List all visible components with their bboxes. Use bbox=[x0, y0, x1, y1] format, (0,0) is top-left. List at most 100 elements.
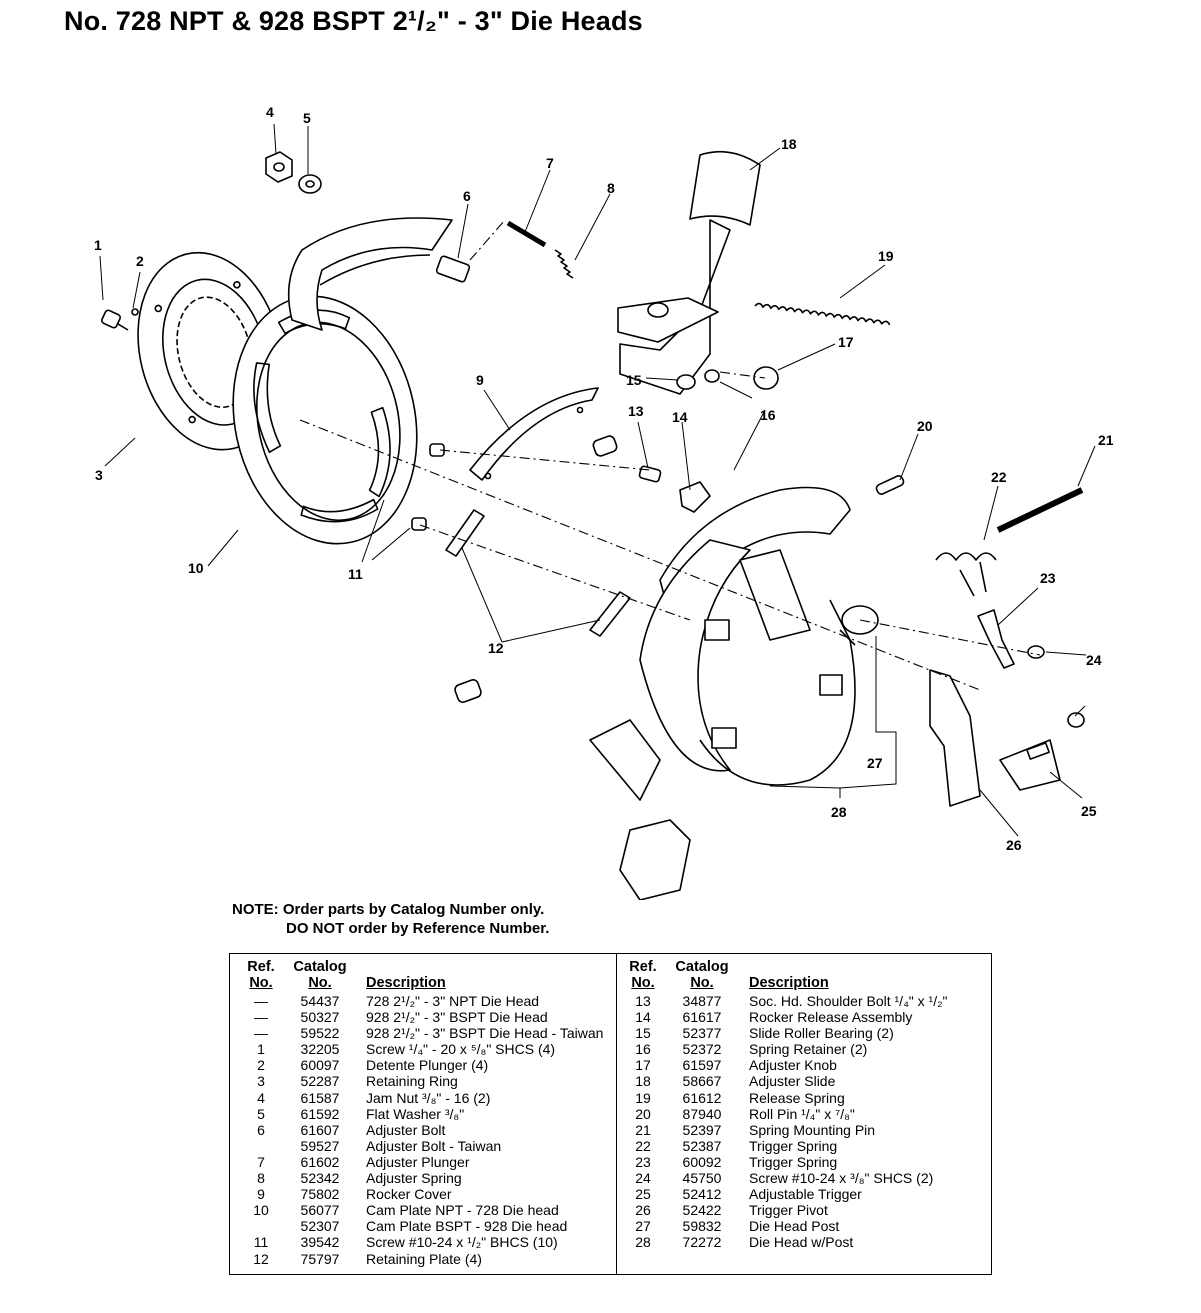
catalog-number: 61612 bbox=[682, 1089, 722, 1106]
part-description: Rocker Cover bbox=[366, 1186, 452, 1203]
catalog-number: 61602 bbox=[300, 1153, 340, 1170]
table-row: 12 75797 Retaining Plate (4) bbox=[230, 1251, 616, 1267]
part-description: Retaining Plate (4) bbox=[366, 1250, 482, 1267]
callout-13: 13 bbox=[628, 403, 644, 419]
part-ref-number: 18 bbox=[635, 1073, 651, 1090]
catalog-number: 34877 bbox=[682, 993, 722, 1009]
part-description: Screw #10-24 x ³/₈" SHCS (2) bbox=[749, 1170, 934, 1187]
part-description: 928 2¹/₂" - 3" BSPT Die Head bbox=[366, 1009, 548, 1026]
part-ref-number: 7 bbox=[257, 1153, 265, 1170]
part-description: Adjustable Trigger bbox=[749, 1186, 862, 1203]
callout-labels: 1 2 3 4 5 6 7 8 9 10 11 12 13 14 15 16 1… bbox=[94, 104, 1114, 853]
part-description: Jam Nut ³/₈" - 16 (2) bbox=[366, 1089, 491, 1106]
catalog-number: 39542 bbox=[300, 1234, 340, 1251]
catalog-number: 52287 bbox=[300, 1073, 340, 1090]
part-description: Cam Plate NPT - 728 Die head bbox=[366, 1202, 559, 1219]
part-ref-number: 16 bbox=[635, 1041, 651, 1058]
callout-8: 8 bbox=[607, 180, 615, 196]
part-description: Flat Washer ³/₈" bbox=[366, 1105, 465, 1122]
ordering-note: NOTE: Order parts by Catalog Number only… bbox=[232, 900, 549, 938]
part-description: Adjuster Bolt bbox=[366, 1121, 446, 1138]
table-row: 20 87940 Roll Pin ¹/₄" x ⁷/₈" bbox=[618, 1106, 990, 1122]
catalog-number: 87940 bbox=[682, 1105, 722, 1122]
table-column-divider bbox=[616, 954, 617, 1274]
catalog-number: 52397 bbox=[682, 1121, 722, 1138]
part-description: Release Spring bbox=[749, 1089, 845, 1106]
catalog-number: 52307 bbox=[300, 1218, 340, 1235]
catalog-number: 52387 bbox=[682, 1137, 722, 1154]
catalog-number: 54437 bbox=[300, 993, 340, 1009]
catalog-number: 50327 bbox=[300, 1009, 340, 1026]
note-line-1: NOTE: Order parts by Catalog Number only… bbox=[232, 901, 545, 918]
catalog-number: 32205 bbox=[300, 1041, 340, 1058]
callout-25: 25 bbox=[1081, 803, 1097, 819]
page-title: No. 728 NPT & 928 BSPT 2¹/₂" - 3" Die He… bbox=[64, 6, 643, 36]
catalog-number: 75797 bbox=[300, 1250, 340, 1267]
catalog-number: 52422 bbox=[682, 1202, 722, 1219]
part-ref-number: 28 bbox=[635, 1234, 651, 1251]
part-ref-number: 26 bbox=[635, 1202, 651, 1219]
part-description: Die Head Post bbox=[749, 1218, 840, 1235]
catalog-number: 45750 bbox=[682, 1170, 722, 1187]
part-ref-number: 4 bbox=[257, 1089, 265, 1106]
part-description: Soc. Hd. Shoulder Bolt ¹/₄" x ¹/₂" bbox=[749, 993, 948, 1009]
part-description: Adjuster Plunger bbox=[366, 1153, 470, 1170]
part-description: Trigger Spring bbox=[749, 1153, 838, 1170]
part-description: Adjuster Knob bbox=[749, 1057, 837, 1074]
table-row: 1 32205 Screw ¹/₄" - 20 x ⁵/₈" SHCS (4) bbox=[230, 1041, 616, 1057]
callout-2: 2 bbox=[136, 253, 144, 269]
part-ref-number: 11 bbox=[253, 1234, 269, 1251]
header-desc: Description bbox=[366, 975, 446, 991]
part-ref-number: 27 bbox=[635, 1218, 651, 1235]
part-description: Detente Plunger (4) bbox=[366, 1057, 489, 1074]
part-description: Rocker Release Assembly bbox=[749, 1009, 913, 1026]
part-ref-number: 22 bbox=[635, 1137, 651, 1154]
catalog-number: 52412 bbox=[682, 1186, 722, 1203]
part-description: Slide Roller Bearing (2) bbox=[749, 1025, 894, 1042]
catalog-number: 52372 bbox=[682, 1041, 722, 1058]
header-cat-bottom: No. bbox=[690, 975, 714, 991]
header-desc: Description bbox=[749, 975, 829, 991]
part-ref-number: 20 bbox=[635, 1105, 651, 1122]
part-ref-number: 13 bbox=[635, 993, 651, 1009]
callout-3: 3 bbox=[95, 467, 103, 483]
part-description: Adjuster Bolt - Taiwan bbox=[366, 1137, 502, 1154]
part-description: Screw ¹/₄" - 20 x ⁵/₈" SHCS (4) bbox=[366, 1041, 556, 1058]
callout-14: 14 bbox=[672, 409, 688, 425]
callout-7: 7 bbox=[546, 155, 554, 171]
callout-12: 12 bbox=[488, 640, 504, 656]
part-description: Trigger Spring bbox=[749, 1137, 838, 1154]
callout-11: 11 bbox=[348, 566, 363, 582]
catalog-number: 61617 bbox=[682, 1009, 722, 1026]
part-ref-number: 5 bbox=[257, 1105, 265, 1122]
header-ref-top: Ref. bbox=[629, 959, 657, 975]
callout-4: 4 bbox=[266, 104, 274, 120]
callout-1: 1 bbox=[94, 237, 102, 253]
part-ref-number: 15 bbox=[635, 1025, 651, 1042]
part-ref-number: 1 bbox=[257, 1041, 265, 1058]
header-ref-top: Ref. bbox=[247, 959, 275, 975]
part-ref-number: 12 bbox=[253, 1250, 269, 1267]
part-ref-number: 14 bbox=[635, 1009, 651, 1026]
part-ref-number: 17 bbox=[635, 1057, 651, 1074]
callout-9: 9 bbox=[476, 372, 484, 388]
part-description: Roll Pin ¹/₄" x ⁷/₈" bbox=[749, 1105, 855, 1122]
header-cat-bottom: No. bbox=[308, 975, 332, 991]
catalog-number: 61607 bbox=[300, 1121, 340, 1138]
